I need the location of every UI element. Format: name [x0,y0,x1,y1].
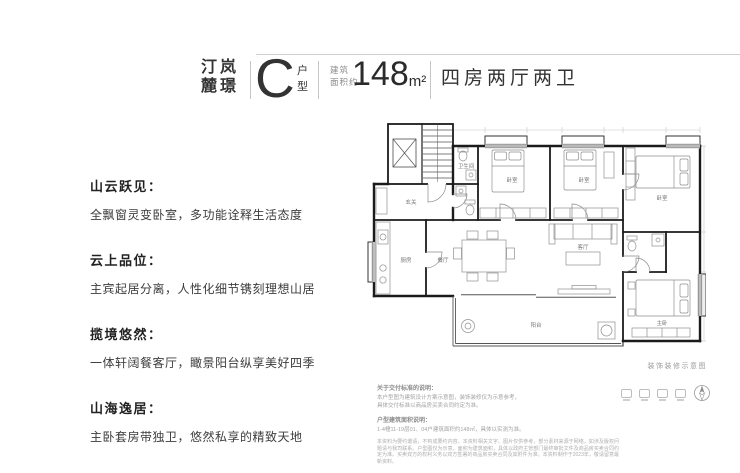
disclaimer-line: 具体交付标准以商品房买卖合同约定为准。 [377,403,482,409]
room-label: 卧室 [578,176,590,184]
divider-1 [250,61,251,99]
disclaimer-legal: 本资料为要约邀请，不构成要约内容。本资料相关文字、图片仅供参考，部分素材来源于网… [377,439,619,465]
room-label: 餐厅 [437,256,449,264]
divider-2 [318,61,319,99]
feature-desc: 主卧套房带独卫，悠然私享的精致天地 [90,430,303,444]
unit-type-label-bottom: 型 [297,81,308,93]
windows [367,135,707,317]
feature-item: 山海逸居： 主卧套房带独卫，悠然私享的精致天地 [90,398,362,445]
feature-list: 山云跃见： 全飘窗灵变卧室，多功能诠释生活态度 云上品位： 主宾起居分离，人性化… [90,176,362,472]
room-label: 厨房 [400,256,412,264]
room-label: 卧室 [656,194,668,202]
layout-summary: 四房两厅两卫 [441,68,580,89]
feature-desc: 主宾起居分离，人性化细节镌刻理想山居 [90,282,316,296]
room-label: 玄关 [405,198,417,206]
stairs-elevator [392,124,452,184]
room-label: 主卧 [656,319,668,327]
disclaimer-line: 1-4幢11-19层01、04户建筑面积约148㎡，具体以实测为准。 [377,427,525,433]
disclaimer-section-1: 关于交付标准的说明： 本户型图为建筑设计方案示意图，装饰装修仅为示意参考， 具体… [377,383,619,410]
area-prefix: 建筑 面积约 [330,65,359,88]
logo-badge-4 [675,389,686,401]
north-compass-icon [692,381,712,403]
unit-type-letter: C [255,47,295,109]
area-number: 148 [352,55,409,93]
feature-title: 揽境悠然： [90,327,163,342]
balcony-glass [452,294,623,347]
project-name-line1: 汀岚 [201,59,240,76]
disclaimer: 关于交付标准的说明： 本户型图为建筑设计方案示意图，装饰装修仅为示意参考， 具体… [377,383,619,465]
feature-title: 山海逸居： [90,401,163,416]
feature-item: 山云跃见： 全飘窗灵变卧室，多功能诠释生活态度 [90,176,362,223]
project-name-line2: 麓璟 [201,78,240,95]
area-prefix-line2: 面积约 [330,76,359,87]
walls [372,123,702,347]
header-rule [256,54,740,55]
logo-badge-1 [621,389,632,401]
feature-desc: 全飘窗灵变卧室，多功能诠释生活态度 [90,208,303,222]
feature-desc: 一体轩阔餐客厅，瞰景阳台纵享美好四季 [90,356,316,370]
floorplan-caption: 装饰装修示意图 [647,363,707,370]
disclaimer-title: 户型建筑面积说明： [377,418,432,424]
disclaimer-title: 关于交付标准的说明： [377,386,438,392]
feature-title: 山云跃见： [90,179,163,194]
logo-badge-2 [639,389,650,401]
logo-badges [621,389,686,401]
feature-item: 云上品位： 主宾起居分离，人性化细节镌刻理想山居 [90,250,362,297]
room-label: 卫生间 [458,162,475,170]
floorplan: 卧室 卧室 卧室 主卧 客厅 餐厅 厨房 阳台 卫生间 玄关 [366,122,707,358]
logo-badge-3 [657,389,668,401]
disclaimer-line: 本户型图为建筑设计方案示意图，装饰装修仅为示意参考， [377,395,521,401]
doors [425,173,651,273]
unit-type-label-top: 户 [297,65,308,77]
room-label: 阳台 [530,321,542,329]
area-prefix-line1: 建筑 [330,65,350,75]
floorplan-svg: 卧室 卧室 卧室 主卧 客厅 餐厅 厨房 阳台 卫生间 玄关 [367,123,707,347]
feature-item: 揽境悠然： 一体轩阔餐客厅，瞰景阳台纵享美好四季 [90,324,362,371]
room-label: 客厅 [577,243,589,251]
divider-3 [430,61,431,99]
unit-type-label: 户 型 [297,63,308,95]
room-labels: 卧室 卧室 卧室 主卧 客厅 餐厅 厨房 阳台 卫生间 玄关 [400,162,668,329]
furniture [375,147,691,340]
dimension-lines [452,127,707,342]
area-value: 148 m² [352,56,426,92]
disclaimer-section-2: 户型建筑面积说明： 1-4幢11-19层01、04户建筑面积约148㎡，具体以实… [377,415,619,434]
feature-title: 云上品位： [90,253,163,268]
room-label: 卧室 [506,176,518,184]
area-unit: m² [408,73,427,90]
project-name: 汀岚 麓璟 [201,58,239,96]
